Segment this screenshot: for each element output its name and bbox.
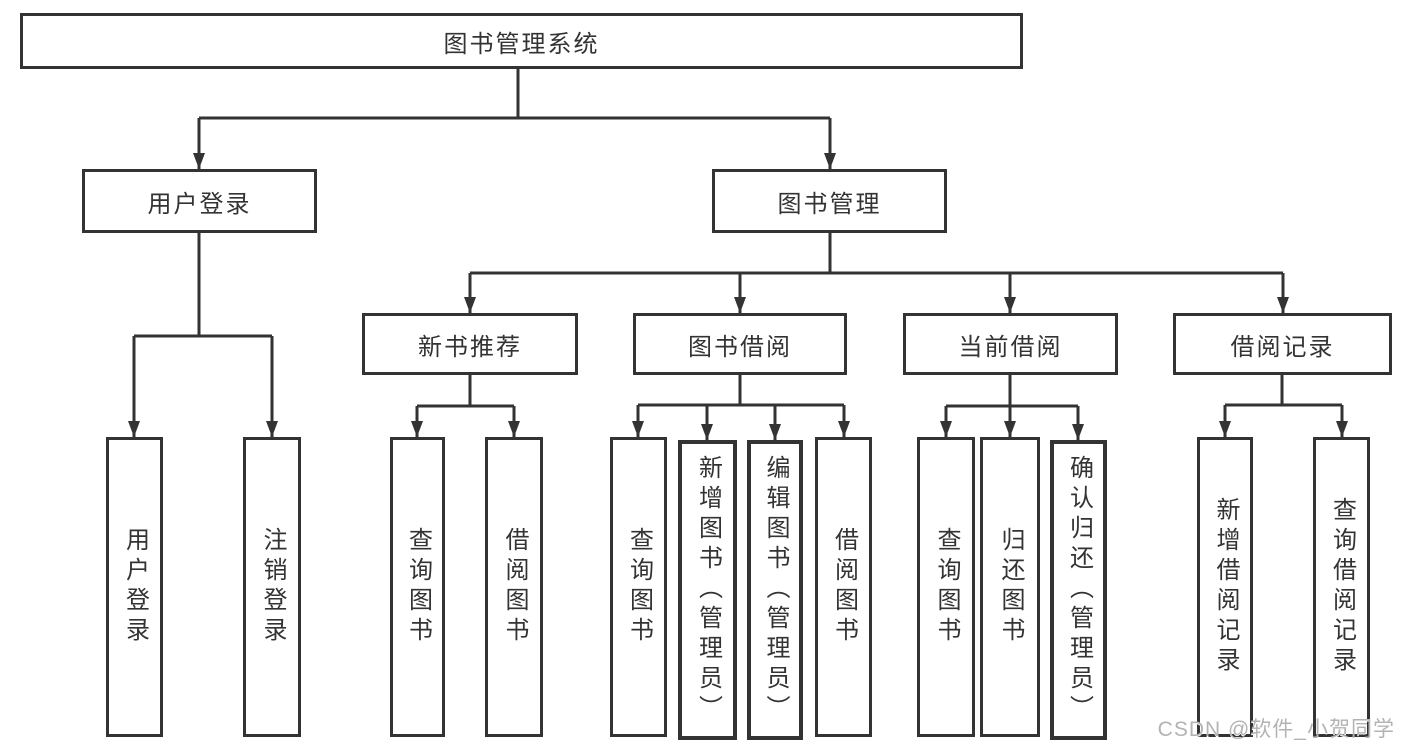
node-label: 图书管理系统 — [443, 30, 600, 58]
leaf-label: 归还图书 — [997, 527, 1024, 647]
node-book-management: 图书管理 — [712, 169, 947, 233]
leaf-borrow-books-recommendation: 借阅图书 — [485, 437, 543, 737]
node-current-borrowing: 当前借阅 — [903, 313, 1118, 375]
leaf-query-books-borrowing: 查询图书 — [610, 437, 667, 737]
leaf-add-books-admin: 新增图书（管理员） — [678, 440, 737, 740]
leaf-label: 确认归还（管理员） — [1065, 455, 1093, 725]
leaf-query-books-current: 查询图书 — [917, 437, 975, 737]
node-new-book-recommendation: 新书推荐 — [362, 313, 578, 375]
leaf-edit-books-admin: 编辑图书（管理员） — [747, 440, 803, 740]
node-label: 图书管理 — [777, 190, 882, 218]
node-label: 图书借阅 — [688, 333, 792, 361]
node-book-borrowing: 图书借阅 — [633, 313, 847, 375]
leaf-label: 借阅图书 — [830, 527, 858, 647]
leaf-user-login: 用户登录 — [106, 437, 163, 737]
leaf-label: 借阅图书 — [501, 527, 528, 647]
leaf-logout: 注销登录 — [243, 437, 301, 737]
leaf-return-books: 归还图书 — [980, 437, 1040, 737]
node-library-management-system: 图书管理系统 — [20, 13, 1023, 69]
node-label: 用户登录 — [147, 190, 252, 218]
leaf-label: 新增借阅记录 — [1212, 497, 1239, 677]
node-label: 借阅记录 — [1230, 333, 1335, 361]
node-user-login: 用户登录 — [82, 169, 317, 233]
csdn-watermark: CSDN @软件_小贺同学 — [1157, 718, 1395, 741]
node-borrowing-records: 借阅记录 — [1173, 313, 1392, 375]
leaf-confirm-return-admin: 确认归还（管理员） — [1050, 440, 1107, 740]
leaf-label: 注销登录 — [259, 527, 286, 647]
leaf-borrow-books: 借阅图书 — [815, 437, 872, 737]
node-label: 当前借阅 — [958, 333, 1063, 361]
leaf-query-books-recommendation: 查询图书 — [390, 437, 445, 737]
leaf-label: 新增图书（管理员） — [694, 455, 722, 725]
leaf-query-borrow-record: 查询借阅记录 — [1313, 437, 1370, 737]
leaf-label: 编辑图书（管理员） — [762, 455, 789, 725]
leaf-label: 查询图书 — [625, 527, 653, 647]
leaf-label: 查询借阅记录 — [1328, 497, 1356, 677]
leaf-label: 用户登录 — [121, 527, 149, 647]
leaf-label: 查询图书 — [404, 527, 432, 647]
leaf-add-borrow-record: 新增借阅记录 — [1197, 437, 1253, 737]
node-label: 新书推荐 — [418, 333, 522, 361]
leaf-label: 查询图书 — [933, 527, 960, 647]
